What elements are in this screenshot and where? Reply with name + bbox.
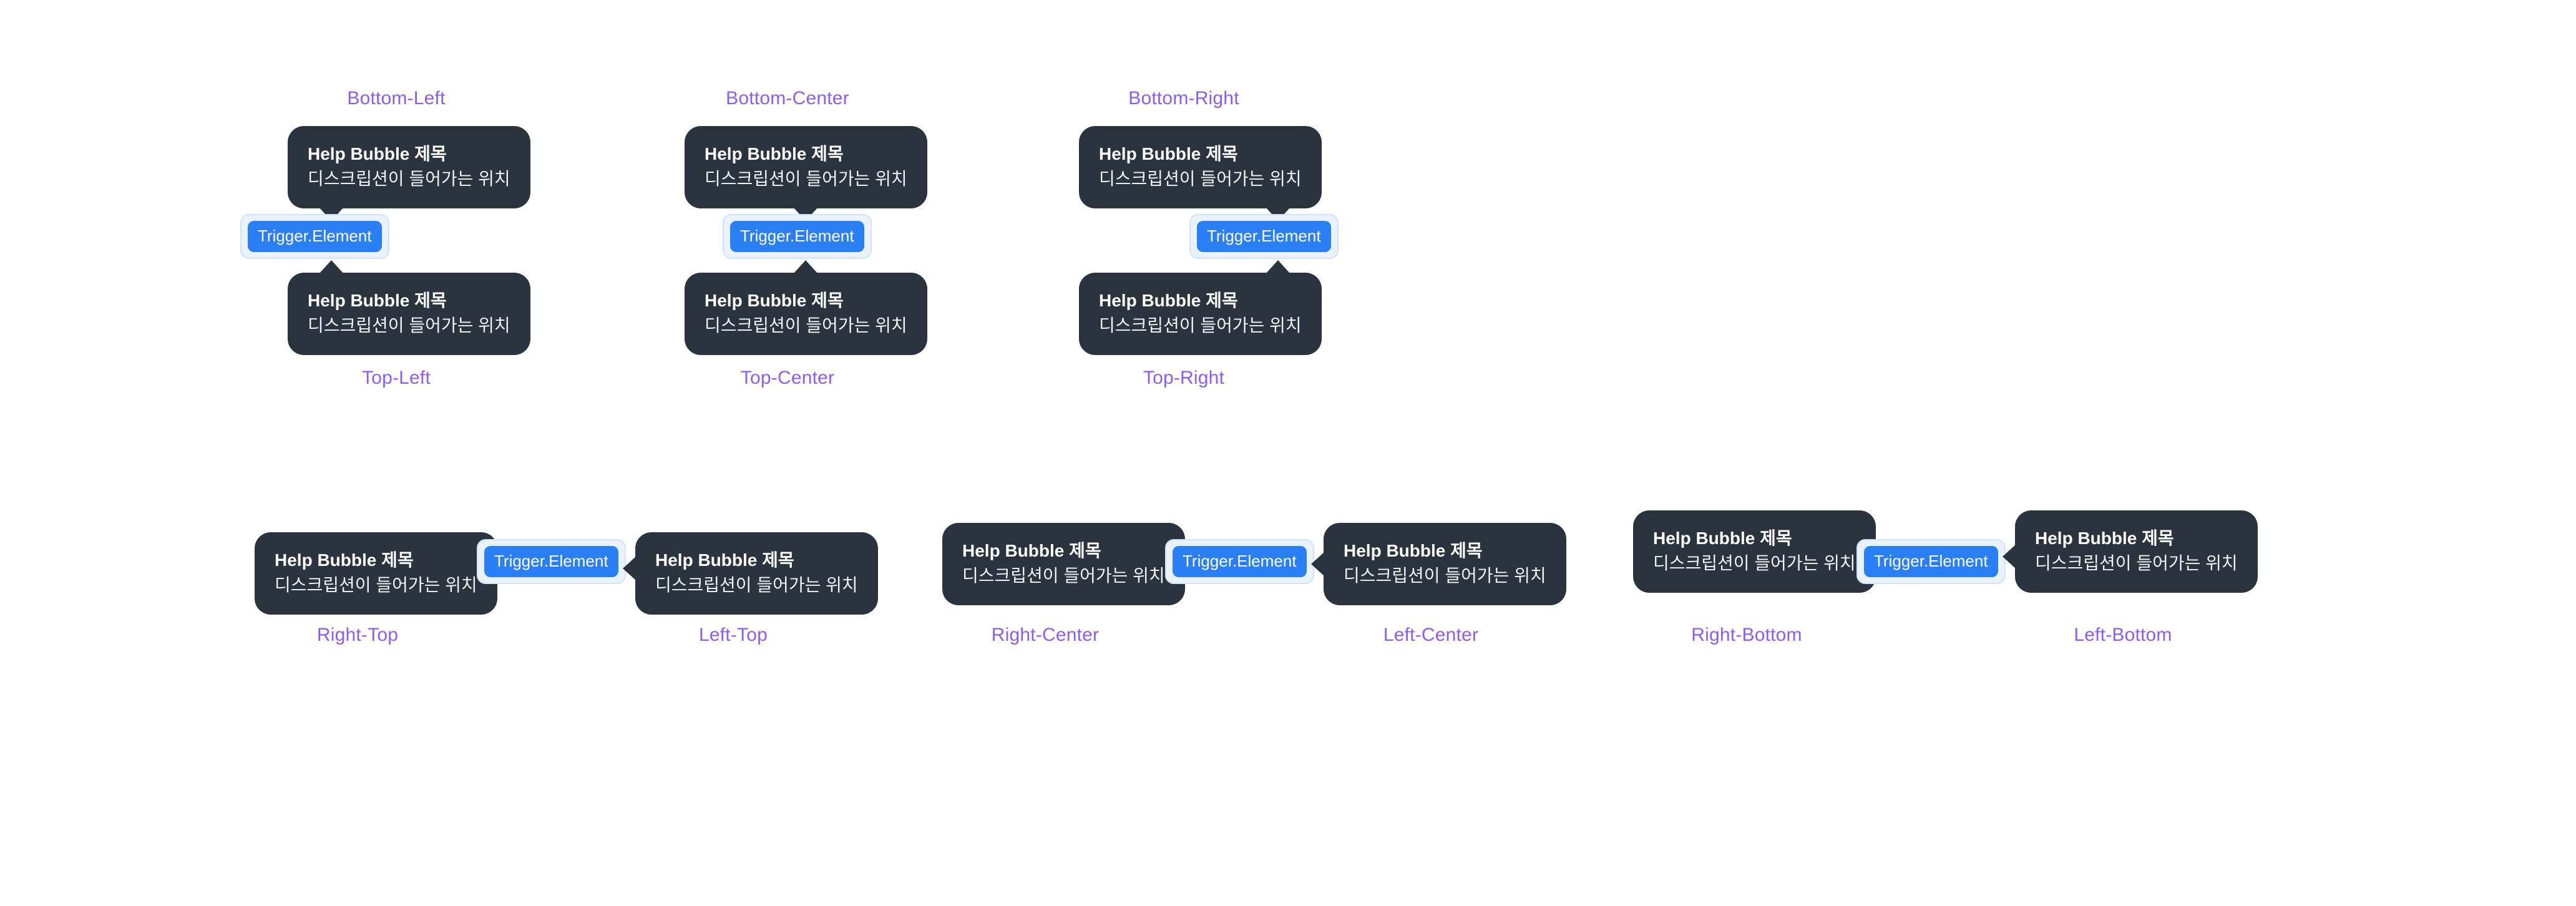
help-bubble-title: Help Bubble 제목: [1099, 291, 1238, 310]
caption-bottom-center: Bottom-Center: [726, 88, 849, 109]
help-bubble-left-center: Help Bubble 제목 디스크립션이 들어가는 위치: [1311, 523, 1566, 606]
help-bubble-right-top: Help Bubble 제목 디스크립션이 들어가는 위치: [255, 532, 510, 615]
trigger-element-label[interactable]: Trigger.Element: [1197, 221, 1331, 252]
help-bubble-description: 디스크립션이 들어가는 위치: [655, 575, 858, 595]
trigger-element-label[interactable]: Trigger.Element: [248, 221, 382, 252]
help-bubble-description: 디스크립션이 들어가는 위치: [1099, 169, 1302, 189]
caption-bottom-left: Bottom-Left: [347, 88, 446, 109]
help-bubble-description: 디스크립션이 들어가는 위치: [962, 566, 1165, 586]
caption-left-center: Left-Center: [1383, 625, 1479, 645]
help-bubble-description: 디스크립션이 들어가는 위치: [308, 169, 510, 189]
help-bubble-title: Help Bubble 제목: [308, 291, 447, 310]
caption-right-top: Right-Top: [316, 625, 399, 645]
help-bubble-top-left: Help Bubble 제목 디스크립션이 들어가는 위치: [288, 260, 530, 356]
caption-top-center: Top-Center: [740, 368, 835, 388]
bubble-tail-left-icon: [1311, 552, 1325, 577]
trigger-element-horizontal-center[interactable]: Trigger.Element: [1165, 539, 1314, 584]
bubble-tail-up-icon: [1265, 260, 1290, 274]
help-bubble-top-right: Help Bubble 제목 디스크립션이 들어가는 위치: [1079, 260, 1322, 356]
trigger-element-bottom-left[interactable]: Trigger.Element: [240, 214, 389, 259]
help-bubble-description: 디스크립션이 들어가는 위치: [1344, 566, 1546, 586]
trigger-element-label[interactable]: Trigger.Element: [1173, 546, 1307, 577]
help-bubble-description: 디스크립션이 들어가는 위치: [705, 169, 907, 189]
caption-right-center: Right-Center: [991, 625, 1100, 645]
trigger-element-bottom-center[interactable]: Trigger.Element: [723, 214, 872, 259]
help-bubble-title: Help Bubble 제목: [655, 550, 794, 570]
caption-left-top: Left-Top: [699, 625, 768, 645]
help-bubble-description: 디스크립션이 들어가는 위치: [308, 316, 510, 336]
help-bubble-description: 디스크립션이 들어가는 위치: [2035, 553, 2238, 573]
trigger-element-horizontal-bottom[interactable]: Trigger.Element: [1856, 539, 2006, 584]
help-bubble-title: Help Bubble 제목: [308, 144, 447, 163]
help-bubble-right-bottom: Help Bubble 제목 디스크립션이 들어가는 위치: [1633, 510, 1888, 593]
trigger-element-label[interactable]: Trigger.Element: [730, 221, 864, 252]
trigger-element-bottom-right[interactable]: Trigger.Element: [1189, 214, 1339, 259]
caption-right-bottom: Right-Bottom: [1691, 625, 1802, 645]
help-bubble-title: Help Bubble 제목: [275, 550, 414, 570]
caption-top-left: Top-Left: [362, 368, 431, 388]
help-bubble-top-center: Help Bubble 제목 디스크립션이 들어가는 위치: [685, 260, 927, 356]
caption-bottom-right: Bottom-Right: [1128, 88, 1239, 109]
help-bubble-title: Help Bubble 제목: [1099, 144, 1238, 163]
trigger-element-label[interactable]: Trigger.Element: [484, 546, 618, 577]
bubble-tail-up-icon: [793, 260, 819, 274]
help-bubble-left-bottom: Help Bubble 제목 디스크립션이 들어가는 위치: [2003, 510, 2258, 593]
help-bubble-title: Help Bubble 제목: [1653, 528, 1792, 548]
trigger-element-label[interactable]: Trigger.Element: [1864, 546, 1998, 577]
help-bubble-title: Help Bubble 제목: [705, 144, 844, 163]
help-bubble-description: 디스크립션이 들어가는 위치: [1653, 553, 1856, 573]
help-bubble-description: 디스크립션이 들어가는 위치: [275, 575, 477, 595]
bubble-tail-up-icon: [319, 260, 344, 274]
help-bubble-title: Help Bubble 제목: [2035, 528, 2174, 548]
trigger-element-horizontal-top[interactable]: Trigger.Element: [477, 539, 626, 584]
help-bubble-title: Help Bubble 제목: [962, 541, 1101, 560]
help-bubble-bottom-right: Help Bubble 제목 디스크립션이 들어가는 위치: [1079, 126, 1322, 222]
help-bubble-title: Help Bubble 제목: [1344, 541, 1483, 560]
help-bubble-description: 디스크립션이 들어가는 위치: [1099, 316, 1302, 336]
help-bubble-right-center: Help Bubble 제목 디스크립션이 들어가는 위치: [942, 523, 1198, 606]
caption-left-bottom: Left-Bottom: [2074, 625, 2172, 645]
help-bubble-bottom-left: Help Bubble 제목 디스크립션이 들어가는 위치: [288, 126, 530, 222]
help-bubble-left-top: Help Bubble 제목 디스크립션이 들어가는 위치: [623, 532, 878, 615]
help-bubble-title: Help Bubble 제목: [705, 291, 844, 310]
bubble-tail-left-icon: [623, 556, 637, 581]
help-bubble-bottom-center: Help Bubble 제목 디스크립션이 들어가는 위치: [685, 126, 927, 222]
bubble-tail-left-icon: [2003, 544, 2016, 570]
help-bubble-description: 디스크립션이 들어가는 위치: [705, 316, 907, 336]
caption-top-right: Top-Right: [1143, 368, 1225, 388]
